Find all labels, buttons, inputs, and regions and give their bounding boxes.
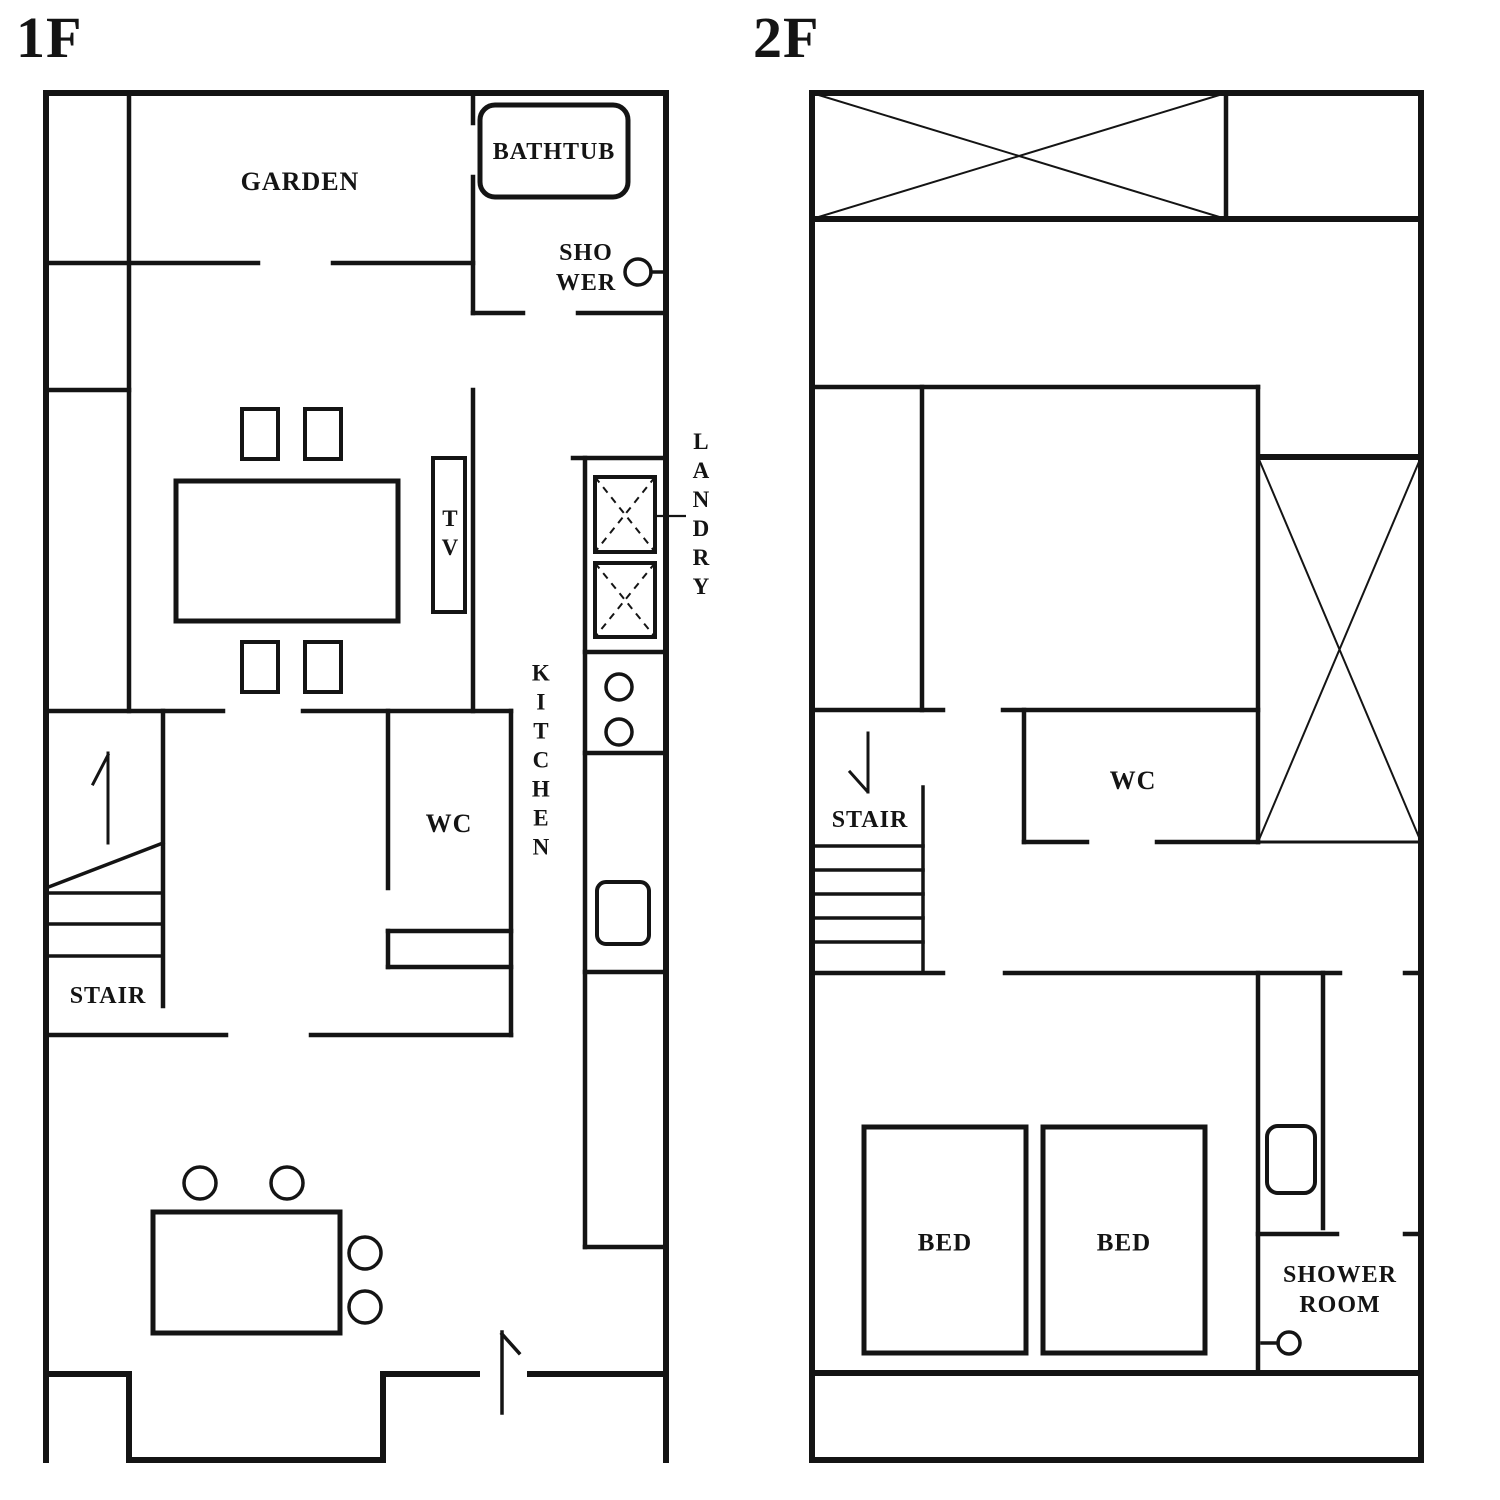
lower-table (150, 1209, 343, 1336)
tv-cabinet (431, 456, 467, 614)
1f-stair (43, 840, 166, 958)
2f-stair (810, 785, 925, 975)
stove-burners (604, 672, 634, 747)
1f-stair-up-arrow-icon (90, 751, 111, 845)
shower-label-line1: SHO (559, 240, 613, 266)
2f-interior-walls (809, 384, 1424, 1376)
shower-room-label-line2: ROOM (1299, 1292, 1381, 1318)
2f-top-void-area (811, 92, 1229, 220)
1f-outer-walls (43, 90, 669, 1463)
stair-2f-label: STAIR (831, 807, 909, 833)
2f-toilet-fixture (1265, 1124, 1317, 1195)
garden-label: GARDEN (240, 166, 360, 196)
shower-room-label-line1: SHOWER (1282, 1262, 1398, 1288)
dining-table (173, 478, 401, 624)
tv-label: TV (437, 506, 463, 564)
kitchen-label: KITCHEN (528, 660, 554, 864)
wc-2f-label: WC (1109, 765, 1157, 795)
lower-table-chairs (182, 1165, 383, 1325)
dining-chairs (240, 407, 343, 694)
bed-right-label: BED (1096, 1229, 1152, 1257)
landry-label: LANDRY (688, 429, 714, 603)
1f-entry-door-icon (499, 1330, 522, 1415)
stair-1f-label: STAIR (69, 983, 147, 1009)
2f-shower-knob-icon (1260, 1330, 1302, 1356)
bathtub-label: BATHTUB (492, 139, 616, 165)
floor2-title: 2F (753, 5, 820, 70)
shower-label: SHO WER (556, 238, 616, 298)
bed-left-label: BED (917, 1229, 973, 1257)
washing-machine-1 (593, 475, 657, 554)
shower-room-label: SHOWER ROOM (1283, 1260, 1397, 1320)
shower-label-line2: WER (555, 270, 617, 296)
floor1-title: 1F (16, 5, 83, 70)
2f-window-void (1257, 454, 1422, 844)
1f-interior-walls (43, 90, 669, 1250)
shower-knob-icon (623, 257, 668, 287)
kitchen-sink (595, 880, 651, 946)
bed-right (1040, 1124, 1208, 1356)
washing-machine-2 (593, 561, 657, 639)
wc-1f-label: WC (425, 808, 473, 838)
bed-left (861, 1124, 1029, 1356)
2f-stair-down-arrow-icon (847, 731, 870, 794)
bathtub-fixture (477, 102, 631, 200)
